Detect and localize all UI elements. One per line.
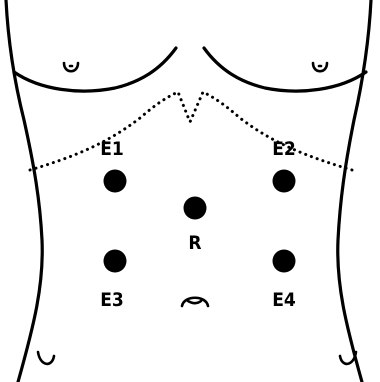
electrode-e2-label: E2 — [272, 138, 296, 160]
electrode-e4-dot — [273, 250, 296, 273]
electrode-r-dot — [184, 197, 207, 220]
electrode-r-label: R — [188, 232, 201, 254]
torso-left-outline — [6, 0, 42, 382]
electrode-e2-dot — [273, 170, 296, 193]
electrode-e3-label: E3 — [100, 289, 124, 311]
electrode-e3-dot — [104, 250, 127, 273]
electrode-e4-label: E4 — [272, 289, 296, 311]
left-nipple — [64, 63, 78, 71]
right-nipple — [313, 63, 327, 71]
right-costal-margin — [190, 92, 352, 170]
left-pectoral-line — [14, 48, 176, 91]
electrode-e1-label: E1 — [100, 138, 124, 160]
navel — [182, 298, 208, 306]
torso-right-outline — [338, 0, 371, 382]
electrode-e1-dot — [104, 170, 127, 193]
left-hip-mark — [38, 352, 54, 364]
right-pectoral-line — [204, 48, 366, 91]
